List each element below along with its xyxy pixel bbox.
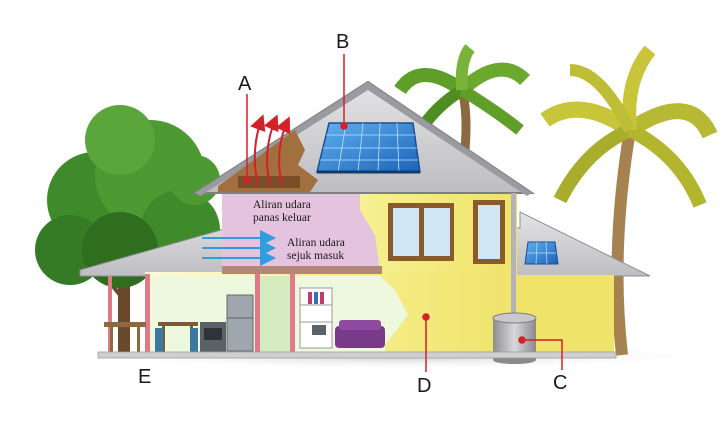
- window-upper-right: [473, 200, 505, 264]
- porch-pergola: [104, 322, 146, 353]
- pillar-3: [290, 274, 295, 354]
- upper-floor-slab: [222, 266, 382, 274]
- pointer-lines: [243, 54, 563, 372]
- living-room-furniture: [299, 287, 385, 349]
- drain-pipe: [511, 193, 516, 315]
- label-c: C: [553, 372, 567, 394]
- interior-wall-left: [258, 276, 292, 352]
- solar-panel-small: [524, 241, 559, 265]
- window-upper-left: [388, 203, 454, 261]
- cool-air-note-line1: Aliran udara: [287, 237, 345, 249]
- label-e: E: [138, 366, 151, 388]
- cool-air-arrows: [202, 230, 276, 266]
- hot-air-note-line1: Aliran udara: [253, 199, 311, 211]
- palm-tree-middle: [394, 44, 530, 176]
- label-a: A: [238, 73, 252, 95]
- label-b: B: [336, 31, 349, 53]
- hot-air-arrows: [250, 114, 291, 186]
- pillar-2: [255, 274, 260, 354]
- kitchen-furniture: [155, 294, 254, 352]
- palm-tree-right: [540, 45, 718, 356]
- porch-post: [108, 276, 112, 354]
- pillar-1: [145, 274, 150, 354]
- solar-panel-main: [316, 122, 421, 174]
- cool-air-note-line2: sejuk masuk: [287, 250, 344, 262]
- label-d: D: [417, 375, 431, 397]
- hot-air-note-line2: panas keluar: [253, 212, 311, 224]
- foundation: [97, 351, 617, 359]
